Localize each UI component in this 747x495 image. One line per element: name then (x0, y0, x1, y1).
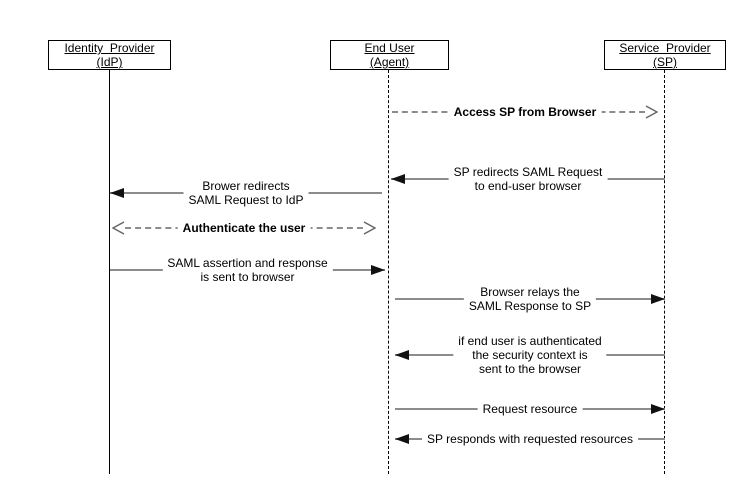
actor-subtitle: (SP) (653, 55, 677, 69)
arrow-left-icon (395, 350, 409, 360)
arrow-left-icon (110, 188, 124, 198)
actor-title: End User (364, 41, 415, 55)
message-label: SAML assertion and response is sent to b… (162, 256, 333, 284)
message-label: Authenticate the user (177, 221, 311, 235)
arrow-right-icon (651, 294, 665, 304)
message-security-context-sent: if end user is authenticated the securit… (395, 331, 665, 379)
message-sp-redirects-saml-request: SP redirects SAML Request to end-user br… (391, 155, 665, 203)
arrow-left-icon (395, 434, 409, 444)
open-arrow-right-icon (644, 105, 658, 119)
message-saml-assertion-and-response: SAML assertion and response is sent to b… (110, 246, 385, 294)
actor-box-service-provider: Service Provider (SP) (604, 40, 726, 70)
message-label: SP responds with requested resources (422, 432, 638, 446)
arrow-left-icon (391, 174, 405, 184)
message-authenticate-the-user: Authenticate the user (112, 204, 376, 252)
arrow-right-icon (651, 404, 665, 414)
message-access-sp-from-browser: Access SP from Browser (392, 88, 658, 136)
lifeline-end-user (388, 70, 389, 474)
message-label: Browser relays the SAML Response to SP (463, 285, 597, 313)
actor-subtitle: (Agent) (369, 55, 410, 69)
message-label: Brower redirects SAML Request to IdP (183, 179, 309, 207)
message-label: Request resource (477, 402, 583, 416)
actor-subtitle: (IdP) (96, 55, 123, 69)
message-label: if end user is authenticated the securit… (453, 334, 607, 376)
lifeline-service-provider (664, 70, 665, 474)
actor-title: Identity Provider (64, 41, 155, 55)
message-label: Access SP from Browser (448, 105, 602, 119)
actor-box-identity-provider: Identity Provider (IdP) (48, 40, 171, 70)
message-browser-relays-saml-response: Browser relays the SAML Response to SP (395, 275, 665, 323)
arrow-right-icon (371, 265, 385, 275)
actor-box-end-user: End User (Agent) (330, 40, 449, 70)
message-browser-redirects-saml-request: Brower redirects SAML Request to IdP (110, 169, 382, 217)
message-request-resource: Request resource (395, 385, 665, 433)
lifeline-identity-provider (109, 70, 110, 474)
message-label: SP redirects SAML Request to end-user br… (448, 165, 608, 193)
message-sp-responds-resources: SP responds with requested resources (395, 415, 665, 463)
open-arrow-left-icon (112, 221, 126, 235)
open-arrow-right-icon (362, 221, 376, 235)
actor-title: Service Provider (619, 41, 711, 55)
